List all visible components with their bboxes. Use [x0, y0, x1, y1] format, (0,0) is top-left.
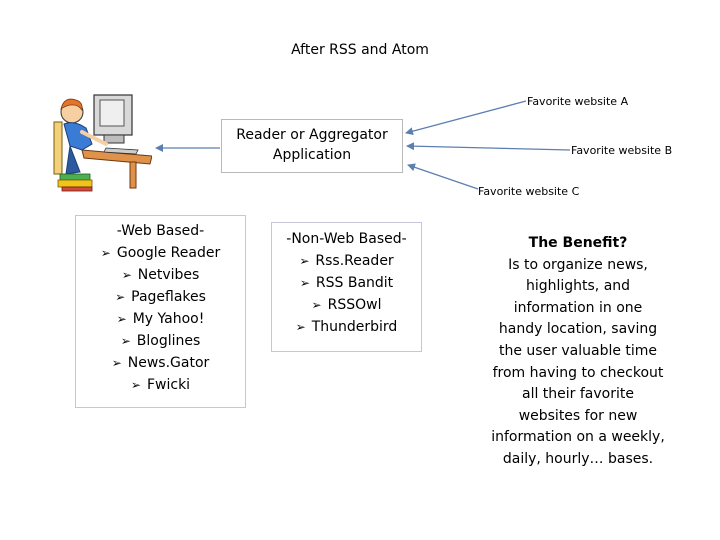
benefit-line: daily, hourly… bases.	[502, 450, 654, 467]
bullet-arrow-icon: ➢	[299, 276, 310, 290]
computer-user-illustration	[53, 94, 152, 192]
list-item-label: Pageflakes	[131, 289, 206, 305]
list-item: ➢ Google Reader	[76, 242, 245, 264]
list-item: ➢ Rss.Reader	[272, 250, 421, 272]
list-item-label: News.Gator	[127, 355, 210, 371]
list-item-label: Netvibes	[137, 267, 200, 283]
list-item: ➢ RSS Bandit	[272, 272, 421, 294]
list-item-label: Google Reader	[116, 245, 221, 261]
benefit-line: information on a weekly,	[491, 429, 665, 446]
list-item: ➢ Thunderbird	[272, 316, 421, 338]
reader-line-2: Application	[272, 147, 352, 163]
bullet-arrow-icon: ➢	[116, 312, 127, 326]
non-web-based-header: -Non-Web Based-	[286, 231, 407, 247]
favorite-website-b: Favorite website B	[571, 144, 673, 157]
list-item: ➢ News.Gator	[76, 352, 245, 374]
list-item: ➢ Fwicki	[76, 374, 245, 396]
list-item-label: Thunderbird	[311, 319, 398, 335]
bullet-arrow-icon: ➢	[115, 290, 126, 304]
list-item-label: RSS Bandit	[315, 275, 394, 291]
benefit-line: websites for new	[518, 407, 638, 424]
list-item-label: RSSOwl	[327, 297, 382, 313]
list-item: ➢ Netvibes	[76, 264, 245, 286]
bullet-arrow-icon: ➢	[111, 356, 122, 370]
list-item-label: Rss.Reader	[315, 253, 394, 269]
arrow-favorite-b	[406, 142, 571, 151]
benefit-line: all their favorite	[522, 386, 634, 403]
list-item-label: Bloglines	[136, 333, 201, 349]
favorite-website-c: Favorite website C	[478, 185, 580, 198]
benefit-line: the user valuable time	[498, 342, 658, 359]
web-based-list: -Web Based- ➢ Google Reader ➢ Netvibes ➢ Pa…	[75, 215, 246, 408]
bullet-arrow-icon: ➢	[121, 268, 132, 282]
benefit-line: from having to checkout	[492, 364, 664, 381]
slide-title: After RSS and Atom	[291, 42, 429, 58]
list-item: ➢ RSSOwl	[272, 294, 421, 316]
bullet-arrow-icon: ➢	[100, 246, 111, 260]
benefit-line: highlights, and	[525, 278, 631, 295]
bullet-arrow-icon: ➢	[311, 298, 322, 312]
web-based-header: -Web Based-	[116, 223, 205, 239]
list-item-label: Fwicki	[146, 377, 191, 393]
benefit-line: information in one	[513, 299, 643, 316]
arrow-favorite-a	[405, 100, 527, 136]
favorite-website-a: Favorite website A	[527, 95, 629, 108]
reader-aggregator-box: Reader or Aggregator Application	[221, 119, 403, 173]
reader-line-1: Reader or Aggregator	[236, 127, 388, 143]
benefit-heading: The Benefit?	[528, 235, 628, 251]
bullet-arrow-icon: ➢	[299, 254, 310, 268]
non-web-based-list: -Non-Web Based- ➢Rss.Reader ➢RSS Bandit …	[271, 222, 422, 352]
bullet-arrow-icon: ➢	[130, 378, 141, 392]
list-item: ➢ Pageflakes	[76, 286, 245, 308]
arrow-favorite-c	[407, 163, 479, 190]
list-item: ➢ Bloglines	[76, 330, 245, 352]
benefit-line: Is to organize news,	[508, 256, 648, 273]
list-item: ➢ My Yahoo!	[76, 308, 245, 330]
benefit-line: handy location, saving	[498, 321, 658, 338]
list-item-label: My Yahoo!	[132, 311, 205, 327]
bullet-arrow-icon: ➢	[120, 334, 131, 348]
bullet-arrow-icon: ➢	[295, 320, 306, 334]
benefit-text-block: The Benefit? Is to organize news, highli…	[480, 233, 676, 471]
